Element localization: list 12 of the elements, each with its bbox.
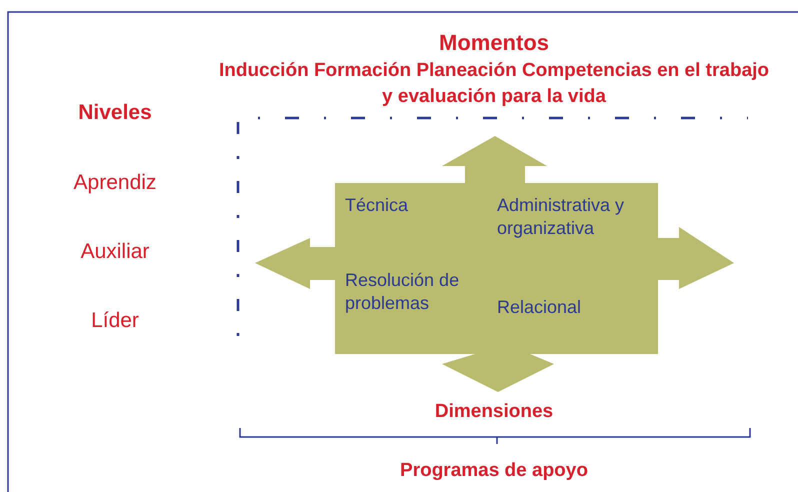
heading: Niveles <box>77 100 153 126</box>
level-label: Auxiliar <box>80 239 150 265</box>
level-label: Líder <box>90 308 140 334</box>
heading: Inducción Formación Planeación Competencias en el trabajo y evaluación para la vida <box>218 59 770 109</box>
dimension-label: Resolución de problemas <box>345 269 460 316</box>
dimension-label: Relacional <box>497 296 582 319</box>
heading: Programas de apoyo <box>399 459 589 483</box>
dimension-label: Administrativa y organizativa <box>497 194 626 240</box>
heading: Dimensiones <box>434 400 554 424</box>
level-label: Aprendiz <box>72 170 158 196</box>
dimension-label: Técnica <box>345 194 410 217</box>
heading: Momentos <box>438 29 550 57</box>
